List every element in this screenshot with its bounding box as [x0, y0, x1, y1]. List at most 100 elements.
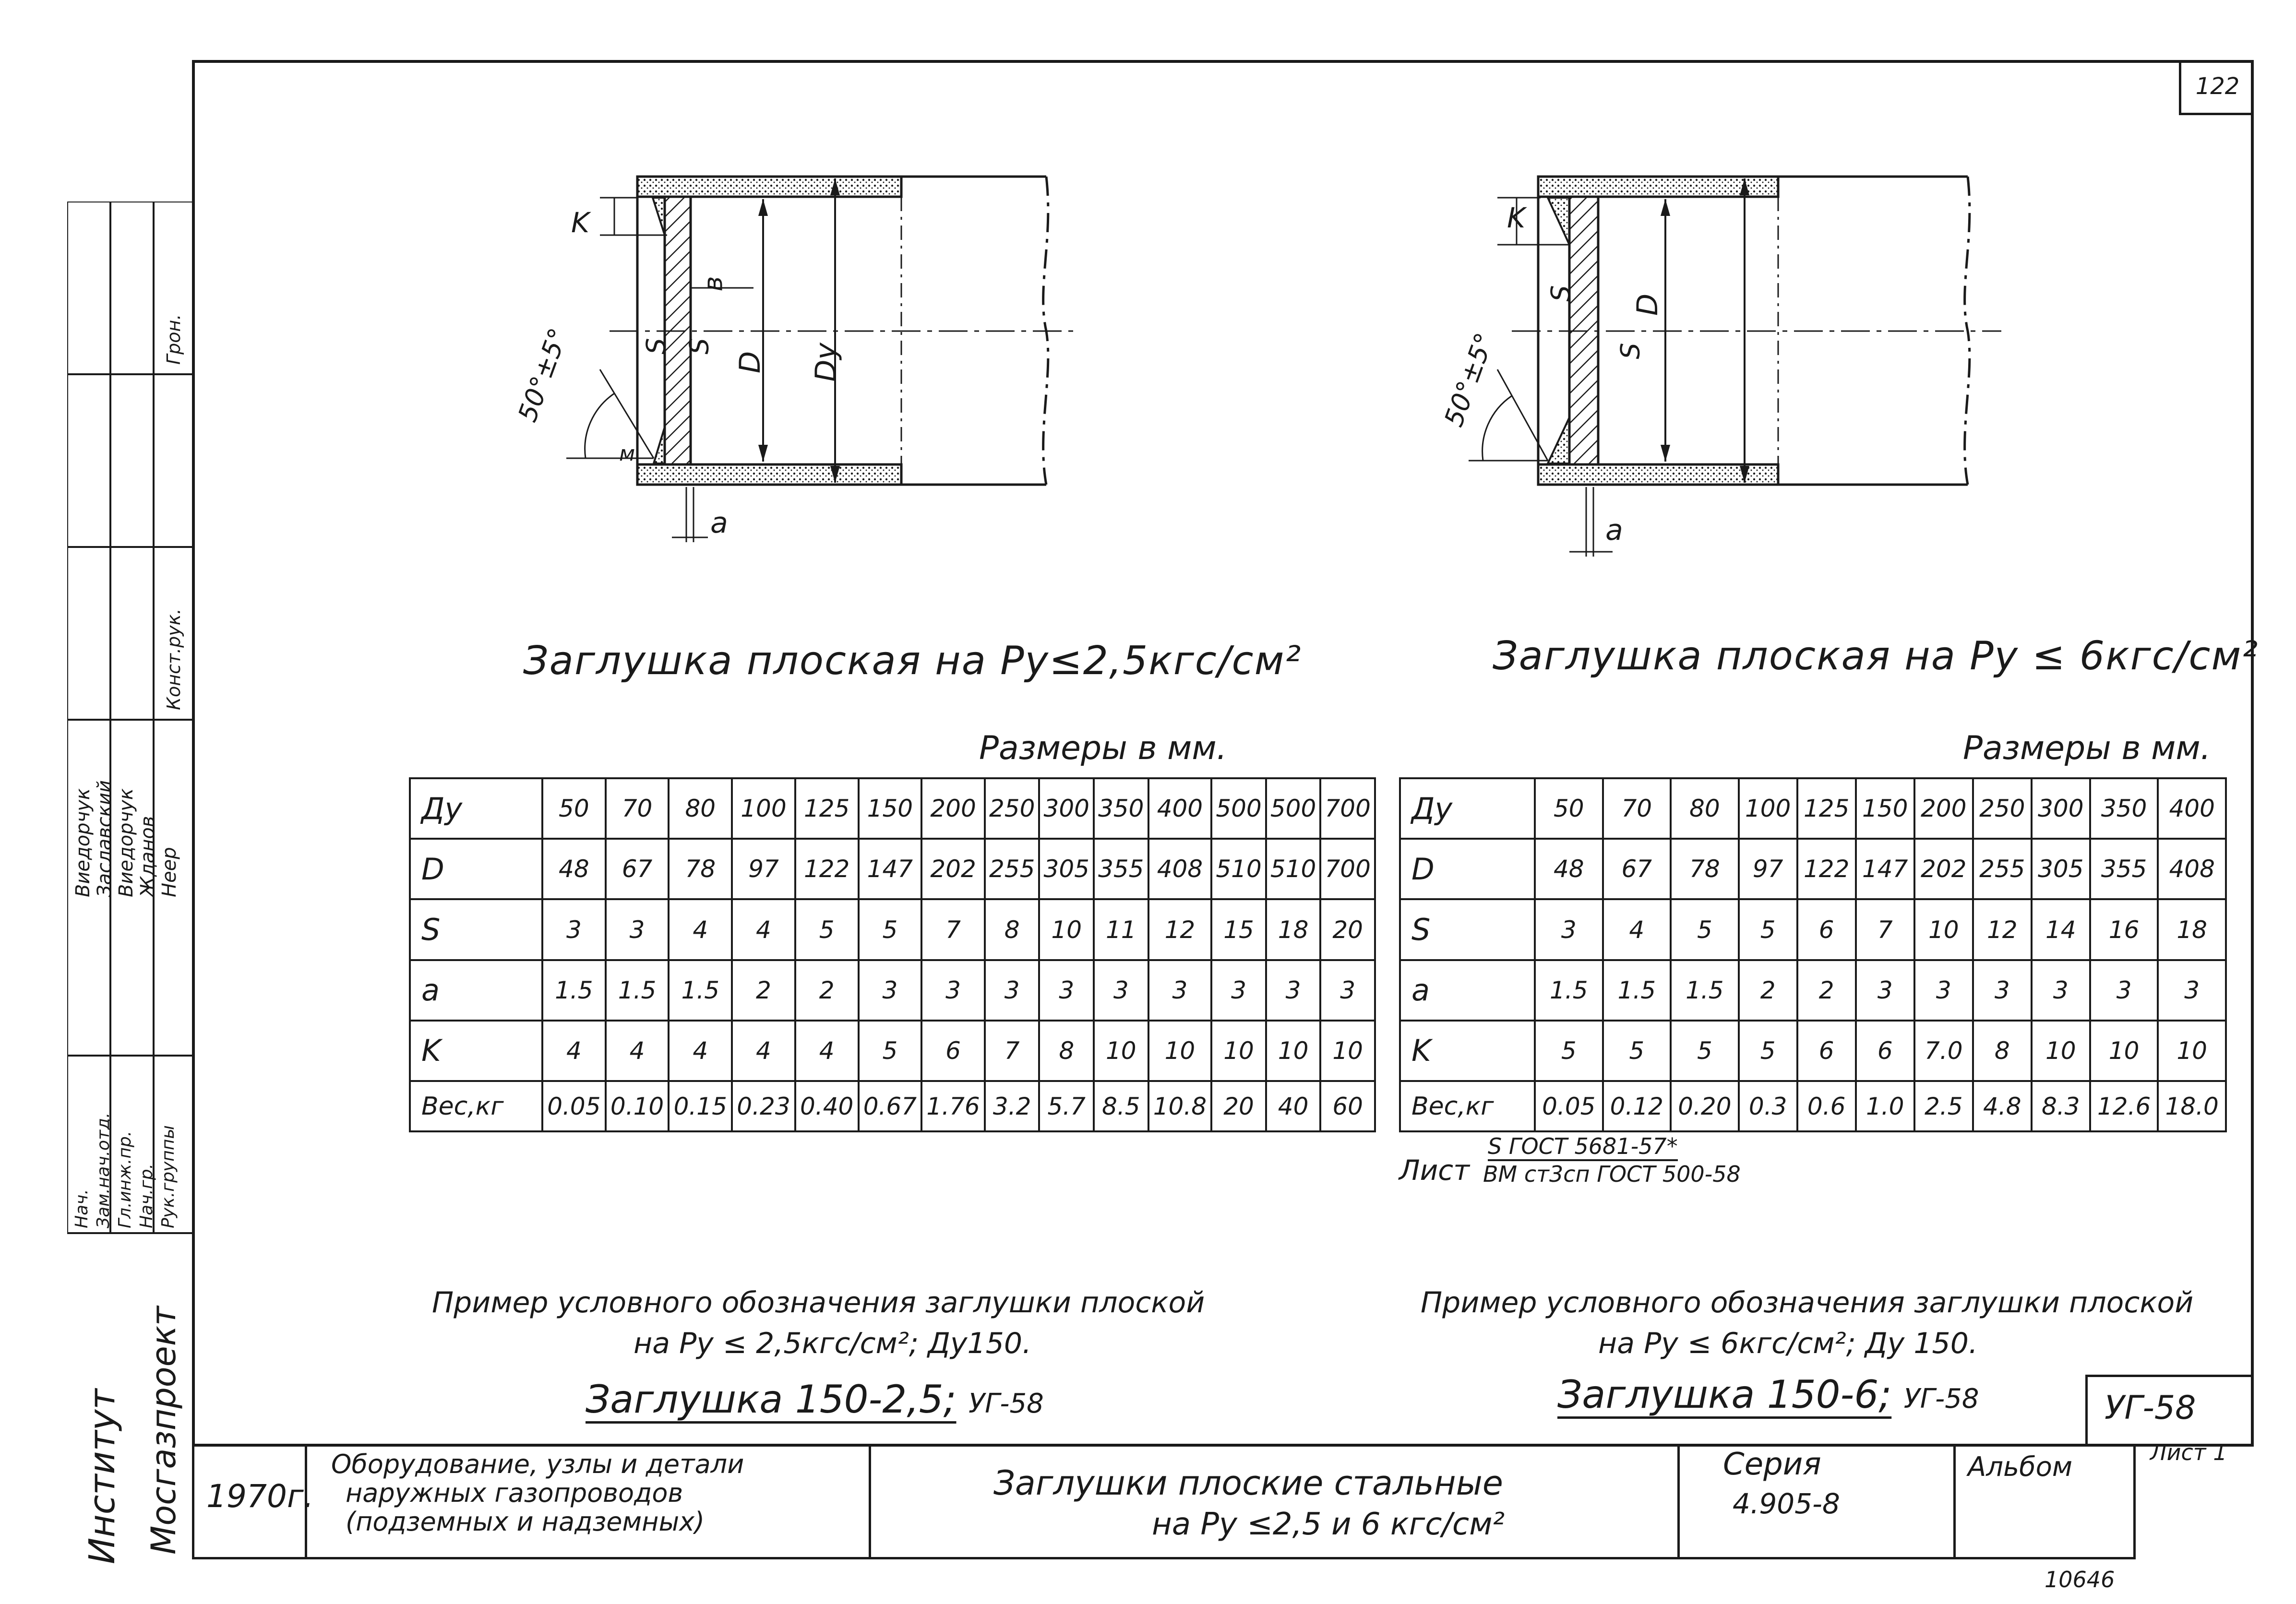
right-label-s2: S	[1615, 343, 1646, 359]
table-cell: 1.5	[668, 959, 733, 1022]
table-cell: 12.6	[2089, 1080, 2159, 1132]
table-cell: 202	[1913, 838, 1974, 901]
table-cell: 7.0	[1913, 1019, 1974, 1082]
table-cell: 48	[541, 838, 607, 901]
right-designation: Заглушка 150-6; УГ-58	[1557, 1372, 1979, 1417]
table-cell: 67	[604, 838, 670, 901]
table-cell: 10	[1038, 898, 1095, 961]
left-designation-main: Заглушка 150-2,5;	[586, 1377, 957, 1422]
table-cell: 10	[1319, 1019, 1376, 1082]
side-top-label-1: Конст.рук.	[163, 608, 184, 710]
table-cell: 78	[1670, 838, 1740, 901]
left-caption: Заглушка плоская на Pу≤2,5кгс/см²	[523, 638, 1302, 684]
table-cell: 3	[2030, 959, 2091, 1022]
table-row: D 48 67 78 97 122 147 202 255 305 355 40…	[409, 838, 1376, 901]
table-cell: 97	[731, 838, 796, 901]
right-label-a: a	[1605, 513, 1623, 547]
table-row: a 1.5 1.5 1.5 2 2 3 3 3 3 3 3	[1399, 959, 2227, 1022]
table-cell: 0.05	[541, 1080, 607, 1132]
table-cell: 16	[2089, 898, 2159, 961]
left-label-b: в	[698, 276, 729, 292]
table-cell: 3	[1093, 959, 1149, 1022]
table-cell: 3	[541, 898, 607, 961]
album-cell	[1953, 1444, 2136, 1559]
table-cell: 6	[1796, 1019, 1857, 1082]
table-cell: 5	[1670, 1019, 1740, 1082]
right-designation-main: Заглушка 150-6;	[1557, 1372, 1892, 1417]
drawing-title-line1: Заглушки плоские стальные	[993, 1463, 1503, 1503]
table-cell: 80	[668, 777, 733, 840]
table-cell: 3	[921, 959, 986, 1022]
table-cell: 0.20	[1670, 1080, 1740, 1132]
table-cell: 97	[1737, 838, 1798, 901]
left-label-m: м	[619, 441, 635, 466]
table-cell: 300	[1038, 777, 1095, 840]
table-cell: 70	[1602, 777, 1672, 840]
table-cell: 10.8	[1147, 1080, 1213, 1132]
table-cell: 12	[1147, 898, 1213, 961]
right-section-drawing	[1469, 175, 2001, 557]
table-cell: 2.5	[1913, 1080, 1974, 1132]
table-cell: 0.10	[604, 1080, 670, 1132]
table-cell: 4	[604, 1019, 670, 1082]
row-header: Ду	[1399, 777, 1536, 840]
side-role-4: Нач.гр.	[137, 1163, 156, 1228]
table-cell: 1.5	[1602, 959, 1672, 1022]
table-cell: 80	[1670, 777, 1740, 840]
sheet-number: 122	[2179, 60, 2254, 115]
table-cell: 3	[1534, 898, 1604, 961]
table-cell: 5	[1602, 1019, 1672, 1082]
table-cell: 3	[857, 959, 923, 1022]
table-cell: 10	[1210, 1019, 1267, 1082]
table-row: Вес,кг 0.05 0.10 0.15 0.23 0.40 0.67 1.7…	[409, 1080, 1376, 1132]
table-cell: 8.5	[1093, 1080, 1149, 1132]
table-cell: 1.5	[604, 959, 670, 1022]
table-cell: 7	[983, 1019, 1040, 1082]
left-label-dy: Dу	[809, 343, 843, 382]
right-label-k: K	[1507, 202, 1526, 234]
table-cell: 700	[1319, 838, 1376, 901]
left-label-a: a	[710, 506, 728, 540]
table-cell: 0.12	[1602, 1080, 1672, 1132]
left-label-d: D	[733, 351, 767, 374]
table-cell: 200	[921, 777, 986, 840]
row-header: D	[1399, 838, 1536, 901]
table-cell: 350	[2089, 777, 2159, 840]
table-cell: 147	[1854, 838, 1915, 901]
table-cell: 100	[731, 777, 796, 840]
table-cell: 5	[794, 898, 860, 961]
left-designation: Заглушка 150-2,5; УГ-58	[586, 1377, 1044, 1422]
left-label-s: S	[641, 338, 671, 355]
table-cell: 202	[921, 838, 986, 901]
left-units: Размеры в мм.	[979, 729, 1227, 767]
table-cell: 4	[668, 898, 733, 961]
row-header: Ду	[409, 777, 543, 840]
side-institute: Институт	[82, 1389, 123, 1564]
side-name-3: Виедорчук	[115, 788, 137, 897]
table-cell: 510	[1265, 838, 1322, 901]
table-row: K 4 4 4 4 4 5 6 7 8 10 10 10 10 10	[409, 1019, 1376, 1082]
table-cell: 8.3	[2030, 1080, 2091, 1132]
table-cell: 510	[1210, 838, 1267, 901]
left-example-line2: на Pу ≤ 2,5кгс/см²; Ду150.	[634, 1327, 1032, 1360]
subject-line1: Оборудование, узлы и детали	[331, 1449, 744, 1479]
table-cell: 3	[604, 898, 670, 961]
table-cell: 6	[1854, 1019, 1915, 1082]
row-header: S	[1399, 898, 1536, 961]
table-cell: 14	[2030, 898, 2091, 961]
left-dimension-table: Ду 50 70 80 100 125 150 200 250 300 350 …	[409, 777, 1376, 1132]
table-cell: 18	[1265, 898, 1322, 961]
table-cell: 8	[1038, 1019, 1095, 1082]
table-cell: 255	[983, 838, 1040, 901]
table-cell: 67	[1602, 838, 1672, 901]
right-units: Размеры в мм.	[1963, 729, 2211, 767]
table-cell: 125	[794, 777, 860, 840]
table-cell: 10	[1265, 1019, 1322, 1082]
side-name-1: Виедорчук	[72, 788, 94, 897]
subject-line2: наружных газопроводов	[346, 1478, 683, 1508]
row-header: K	[1399, 1019, 1536, 1082]
table-cell: 8	[1972, 1019, 2033, 1082]
table-cell: 1.5	[541, 959, 607, 1022]
table-cell: 700	[1319, 777, 1376, 840]
right-label-d: D	[1631, 293, 1665, 316]
